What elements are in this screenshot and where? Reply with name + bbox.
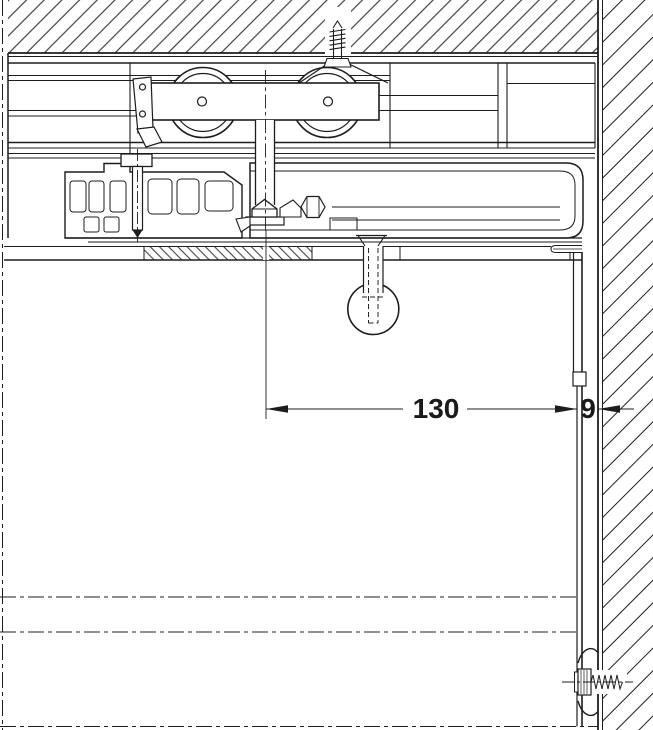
- hanger-bar: [149, 82, 380, 121]
- side-mounting-bracket: [132, 76, 163, 148]
- dimension-9-label: 9: [580, 393, 596, 424]
- pin-hidden-lines: [362, 248, 385, 324]
- door-top-profile: [4, 237, 582, 261]
- hanger-bar-bolt-hole: [322, 96, 334, 107]
- dimension-arrow: [266, 405, 288, 413]
- adjustment-wedge: [279, 199, 302, 218]
- ceiling-hatch: [8, 0, 598, 53]
- dimension-130-label: 130: [413, 393, 460, 424]
- suspension-bolt: [235, 70, 326, 233]
- track-box-profile: [249, 162, 584, 239]
- hanger-bar-bolt-hole: [196, 96, 208, 107]
- clamp-fixing-screw: [120, 149, 153, 242]
- clamp-extrusion: [64, 162, 243, 239]
- suspension-bolt-head: [251, 198, 278, 218]
- ceiling-section: [8, 0, 598, 57]
- guide-pin-with-ball: [346, 234, 400, 336]
- bottom-wall-guide: [562, 648, 633, 716]
- wall-hatch: [602, 0, 653, 730]
- roller-carriage: [149, 60, 389, 139]
- wall-section: [597, 0, 653, 730]
- bottom-guide-screw: [562, 668, 633, 696]
- locking-nut: [300, 195, 326, 219]
- break-lines: [0, 0, 598, 730]
- dimension-arrow: [598, 405, 620, 413]
- dimension-9: [598, 405, 634, 413]
- ceiling-fixing-screw: [323, 7, 352, 68]
- dimension-arrow: [555, 405, 577, 413]
- door-top-profile-hatch: [144, 247, 312, 260]
- edge-profile-foot: [572, 371, 587, 387]
- dimension-130: [265, 230, 577, 419]
- door-panel-edge: [572, 252, 587, 727]
